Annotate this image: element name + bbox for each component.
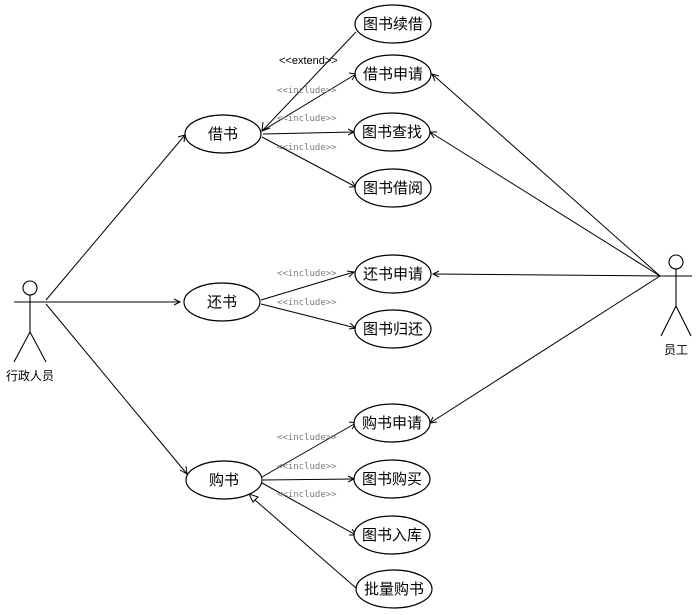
arrowhead-staff-book-search (429, 131, 437, 139)
use-case-book-stock[interactable]: 图书入库 (353, 515, 431, 555)
use-case-borrow-apply[interactable]: 借书申请 (354, 54, 432, 94)
assoc-staff-book-search (429, 131, 661, 277)
use-case-renew-label: 图书续借 (363, 15, 423, 33)
borrow-includes (261, 31, 357, 188)
assoc-admin-borrow (45, 134, 186, 301)
arrowhead-return-apply (346, 270, 356, 278)
actor-staff-leg-right (675, 305, 692, 337)
stereotype-labels: <<extend>> <<include>> <<include>> <<inc… (277, 55, 338, 500)
actor-staff[interactable]: 员工 (660, 254, 692, 357)
actor-staff-label: 员工 (664, 343, 688, 357)
use-case-return-apply-label: 还书申请 (363, 265, 423, 283)
use-case-book-buy[interactable]: 图书购买 (353, 459, 431, 499)
include-label-book-read: <<include>> (277, 143, 337, 153)
use-case-return-apply[interactable]: 还书申请 (354, 254, 432, 294)
use-case-bulk-purchase-label: 批量购书 (364, 580, 424, 598)
use-case-purchase-label: 购书 (209, 471, 239, 489)
arrowhead-purchase (179, 465, 188, 475)
generalization-bulk-purchase (254, 499, 357, 589)
include-book-search (262, 131, 355, 135)
arrowhead-staff-borrow-apply (431, 73, 440, 82)
purchase-includes (248, 421, 357, 589)
assoc-staff-borrow-apply (431, 73, 661, 277)
use-case-return-label: 还书 (207, 293, 237, 311)
return-includes (260, 270, 358, 330)
use-case-return[interactable]: 还书 (183, 282, 261, 322)
use-case-book-buy-label: 图书购买 (362, 470, 422, 488)
staff-associations (429, 73, 661, 424)
assoc-admin-purchase (45, 303, 188, 475)
assoc-staff-return-apply (432, 273, 661, 277)
arrowhead-return (173, 298, 182, 306)
assoc-staff-purchase-apply (429, 275, 661, 424)
admin-associations (45, 134, 188, 475)
include-label-book-return: <<include>> (277, 298, 337, 308)
use-case-book-return-label: 图书归还 (363, 320, 423, 338)
include-label-book-buy: <<include>> (277, 462, 337, 472)
actor-staff-leg-left (660, 305, 677, 337)
generalization-triangle (248, 493, 259, 503)
include-purchase-apply (261, 422, 357, 478)
use-case-book-stock-label: 图书入库 (362, 526, 422, 544)
actor-staff-head (668, 254, 684, 270)
include-label-book-stock: <<include>> (277, 490, 337, 500)
include-label-purchase-apply: <<include>> (277, 433, 337, 443)
use-case-book-read-label: 图书借阅 (363, 179, 423, 197)
arrowhead-staff-return-apply (431, 270, 440, 278)
actor-admin[interactable]: 行政人员 (6, 280, 54, 383)
include-label-return-apply: <<include>> (277, 269, 337, 279)
actor-admin-head (22, 280, 38, 296)
actor-admin-leg-right (29, 331, 47, 363)
use-case-purchase[interactable]: 购书 (185, 460, 263, 500)
include-book-read (261, 136, 357, 188)
include-return-apply (260, 271, 355, 301)
use-case-book-read[interactable]: 图书借阅 (354, 168, 432, 208)
include-book-buy (262, 478, 355, 481)
use-case-borrow[interactable]: 借书 (184, 114, 262, 154)
actor-admin-leg-left (13, 331, 31, 363)
include-label-book-search: <<include>> (277, 114, 337, 124)
use-case-borrow-apply-label: 借书申请 (363, 65, 423, 83)
use-case-borrow-label: 借书 (208, 125, 238, 143)
include-label-borrow-apply: <<include>> (277, 86, 337, 96)
use-case-renew[interactable]: 图书续借 (354, 4, 432, 44)
include-borrow-apply (261, 73, 357, 132)
use-case-book-search-label: 图书查找 (362, 123, 422, 141)
use-case-purchase-apply-label: 购书申请 (362, 414, 422, 432)
include-book-return (260, 303, 357, 329)
arrowhead-extend (261, 121, 271, 132)
include-book-stock (261, 482, 357, 536)
use-case-purchase-apply[interactable]: 购书申请 (353, 403, 431, 443)
use-case-book-return[interactable]: 图书归还 (354, 309, 432, 349)
extend-label: <<extend>> (279, 55, 338, 67)
use-case-book-search[interactable]: 图书查找 (353, 112, 431, 152)
extend-renew-borrow (261, 31, 357, 132)
actor-admin-label: 行政人员 (6, 369, 54, 383)
use-case-bulk-purchase[interactable]: 批量购书 (355, 569, 433, 609)
